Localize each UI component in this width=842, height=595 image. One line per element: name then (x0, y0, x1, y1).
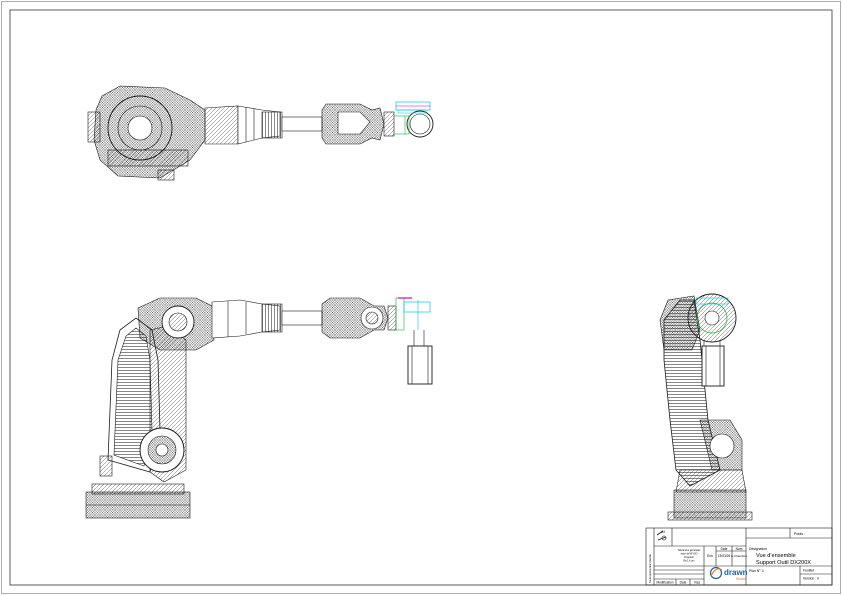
visa-column-label: Visa (694, 581, 700, 585)
designation-line2: Support Outil DX200X (756, 560, 811, 566)
modification-label: Modification (656, 581, 673, 585)
feuillet-label: Feuillet (803, 569, 814, 573)
designation-label: Désignation (749, 547, 767, 551)
designation-line1: Vue d'ensemble (756, 553, 796, 559)
date-value: 13/03/26 (718, 554, 731, 558)
date-column-label: Date (680, 581, 687, 585)
logo-text: drawn (724, 568, 748, 577)
robot-side-view (659, 293, 753, 521)
inner-frame (9, 9, 833, 586)
name-value: E.Chambon (731, 554, 747, 558)
drawn-studio-logo: drawn Studio (709, 566, 748, 581)
tolerance-line1: Tolérances générales (678, 549, 702, 552)
reproduction-note: Toute reproduction interdite (649, 553, 652, 583)
scale-label: Ech (707, 554, 713, 558)
logo-subtext: Studio (736, 577, 746, 581)
title-block (645, 527, 833, 586)
weight-label: Poids : (794, 532, 805, 536)
tolerance-line4: Ra 1.6 μm (683, 560, 694, 563)
robot-top-view (87, 85, 434, 181)
date-label: Date (721, 547, 728, 551)
name-label: Nom (736, 547, 743, 551)
robot-front-view (85, 297, 433, 519)
projection-label: A3 (661, 530, 665, 534)
tolerance-line2: selon la NF ISO (681, 553, 698, 556)
tolerance-line3: Rugosité (684, 556, 694, 559)
plan-value: 1 (762, 569, 764, 573)
version-label: Version : 0 (803, 577, 819, 581)
plan-label: Plan N° : (749, 569, 762, 573)
